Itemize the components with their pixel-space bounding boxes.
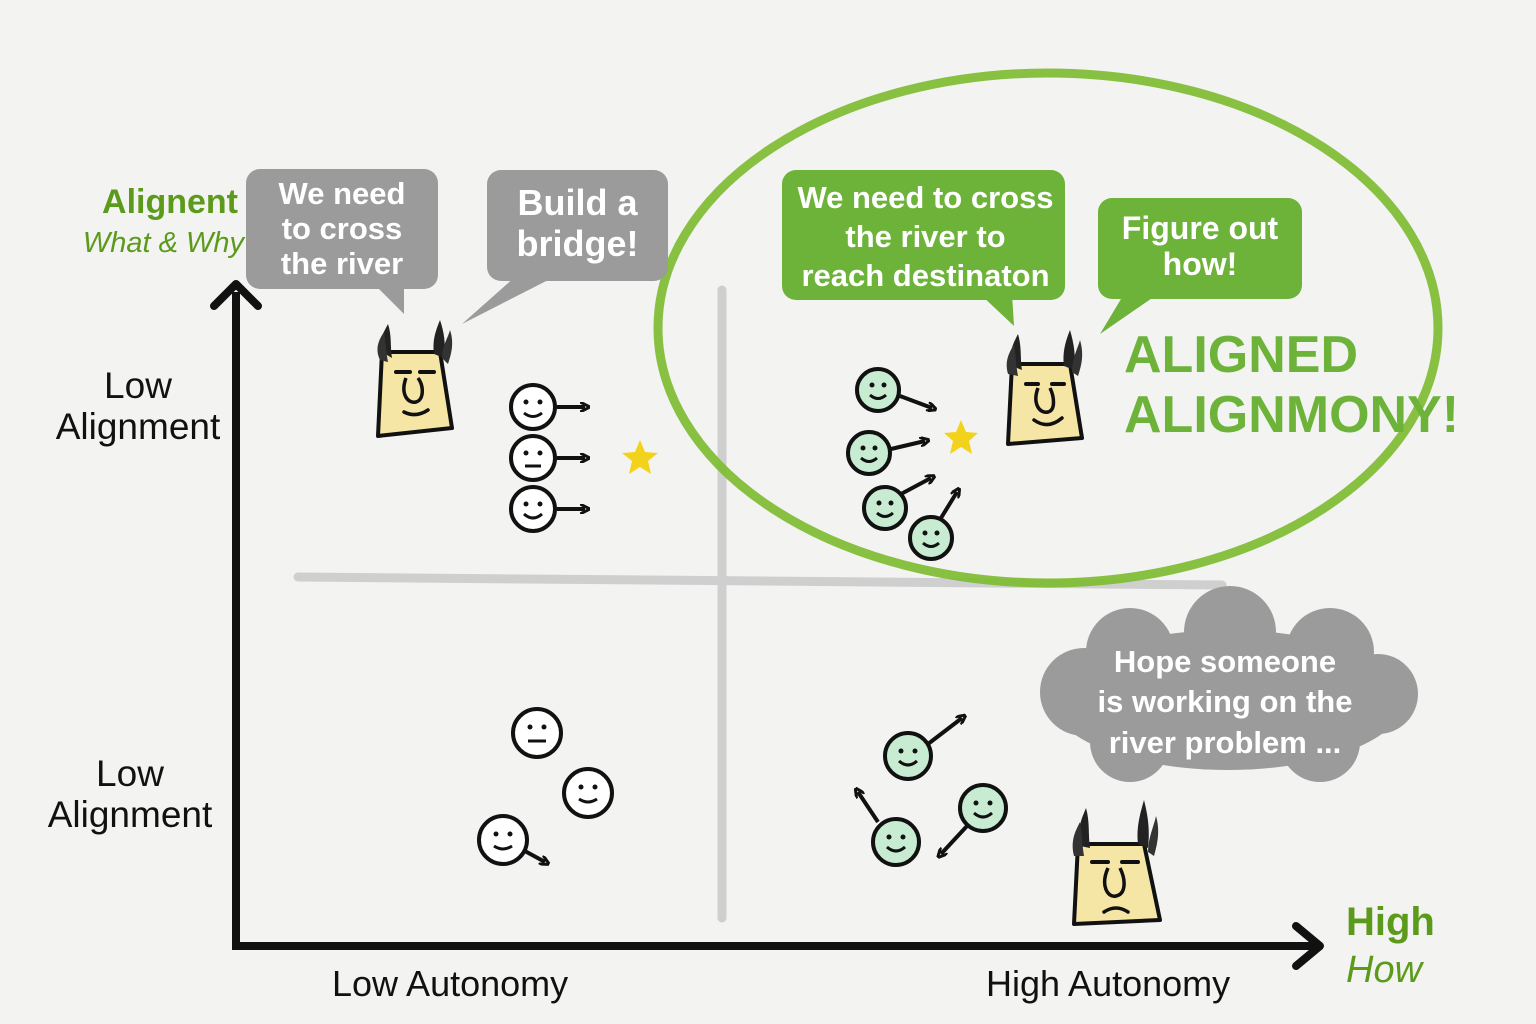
goal-star-icon [944,420,978,454]
team-member-icon [883,718,962,781]
q2-speech-bubble [782,170,1065,326]
goal-star-icon [622,440,658,474]
q4-thought-text: Hope someone is working on the river pro… [1097,644,1353,760]
q2-order-text: Figure out how! [1121,210,1279,283]
aligned-title-line1: ALIGNED [1124,326,1358,384]
x-label-right: High Autonomy [986,963,1231,1004]
x-label-left: Low Autonomy [332,963,569,1004]
aligned-title-line2: ALIGNMONY! [1124,386,1460,444]
leader-face-icon [376,320,454,438]
leader-face-icon [1006,330,1084,446]
y-axis-subtitle: What & Why [82,227,244,259]
team-member-icon [562,767,614,819]
leader-face-icon [1072,800,1162,926]
x-axis-subtitle: How [1346,949,1423,991]
team-member-icon [511,707,563,759]
aligned-highlight-ellipse [653,68,1443,588]
team-member-icon [477,814,545,864]
x-axis-arrow-icon [1292,922,1324,970]
team-member-icon [509,434,585,482]
team-member-icon [509,383,585,431]
y-label-top: Low Alignment [55,365,221,447]
y-axis-title: Alignent [102,183,238,221]
q2-speech-text: We need to cross the river to reach dest… [797,180,1054,294]
q1-speech-bubble [246,169,438,314]
q4-thought-cloud [1040,586,1418,782]
x-axis-title: High [1346,900,1435,944]
q1-order-text: Build a bridge! [516,182,639,264]
team-member-icon [846,430,925,476]
team-member-icon [941,783,1008,854]
team-member-icon [862,478,931,531]
y-label-bottom: Low Alignment [47,753,213,835]
q1-order-bubble [462,170,668,324]
y-axis-arrow-icon [210,280,262,310]
team-member-icon [509,485,585,533]
team-member-icon [855,367,932,413]
team-member-icon [858,792,921,867]
q2-order-bubble [1098,198,1302,334]
q1-speech-text: We need to cross the river [278,176,406,282]
team-member-icon [908,492,957,561]
